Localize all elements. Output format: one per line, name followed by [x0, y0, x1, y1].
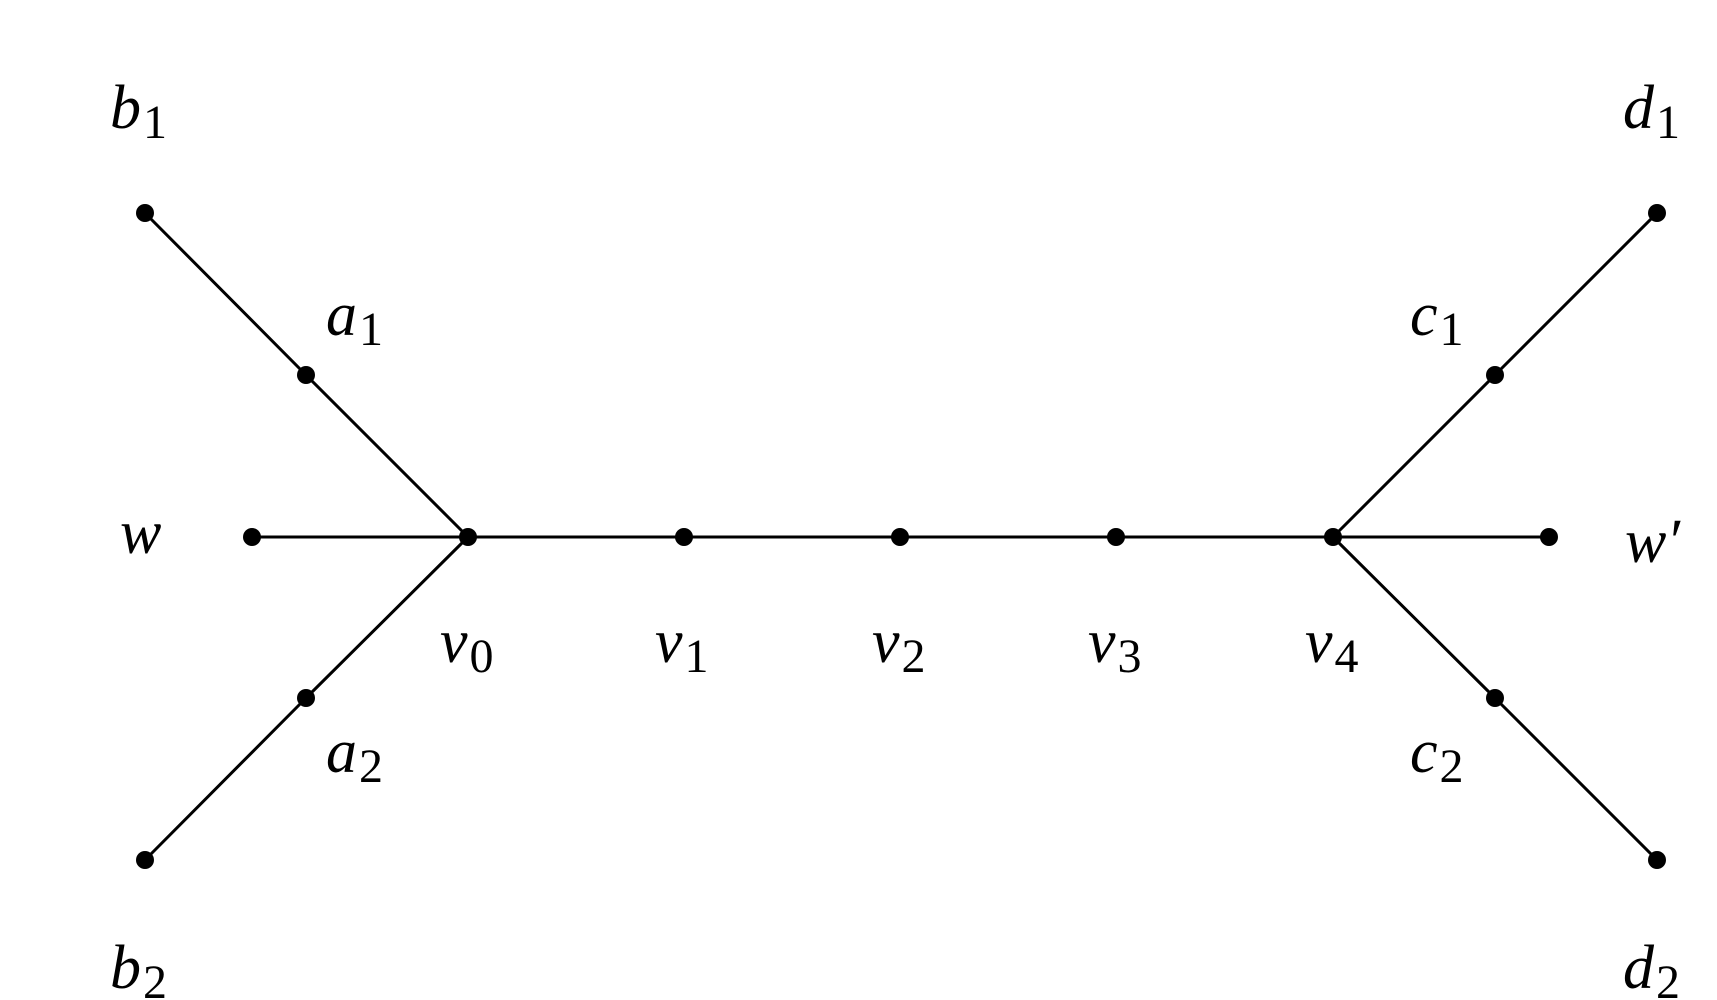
label-c1-subscript: 1 — [1440, 303, 1464, 356]
edge-a1-v0 — [304, 373, 470, 539]
edge-c1-d1 — [1493, 211, 1659, 377]
vertex-wp — [1540, 528, 1558, 546]
label-v1-subscript: 1 — [685, 630, 709, 683]
label-c2: c2 — [1410, 718, 1464, 793]
vertex-c1 — [1486, 366, 1504, 384]
vertex-c2 — [1486, 689, 1504, 707]
label-v1: v1 — [655, 608, 709, 683]
label-v0-name: v — [440, 608, 468, 676]
label-a2-name: a — [326, 718, 357, 786]
label-c1: c1 — [1410, 281, 1464, 356]
vertex-a1 — [297, 366, 315, 384]
vertex-b2 — [136, 851, 154, 869]
label-a1-name: a — [326, 281, 357, 349]
label-v4-subscript: 4 — [1335, 630, 1359, 683]
label-c1-name: c — [1410, 281, 1438, 349]
label-a1: a1 — [326, 281, 383, 356]
label-b2-name: b — [110, 934, 141, 1000]
graph-edges — [143, 211, 1659, 862]
label-v4: v4 — [1305, 608, 1359, 683]
label-a2-subscript: 2 — [359, 740, 383, 793]
label-d2-subscript: 2 — [1656, 956, 1680, 1000]
edge-c2-d2 — [1493, 696, 1659, 862]
label-wp-name: w′ — [1625, 508, 1681, 576]
label-v2-name: v — [872, 608, 900, 676]
label-w-name: w — [120, 499, 161, 567]
edge-v0-a2 — [304, 535, 470, 700]
edge-a2-b2 — [143, 696, 308, 862]
vertex-v3 — [1107, 528, 1125, 546]
label-v1-name: v — [655, 608, 683, 676]
label-d2: d2 — [1623, 934, 1680, 1000]
vertex-v1 — [675, 528, 693, 546]
label-v3-subscript: 3 — [1118, 630, 1142, 683]
vertex-d2 — [1648, 851, 1666, 869]
graph-vertices — [136, 204, 1666, 869]
vertex-v2 — [891, 528, 909, 546]
vertex-v0 — [459, 528, 477, 546]
label-b1-name: b — [110, 74, 141, 142]
label-v4-name: v — [1305, 608, 1333, 676]
label-v0: v0 — [440, 608, 494, 683]
vertex-d1 — [1648, 204, 1666, 222]
label-d2-name: d — [1623, 934, 1655, 1000]
label-b1: b1 — [110, 74, 167, 149]
edge-b1-a1 — [143, 211, 308, 377]
vertex-w — [243, 528, 261, 546]
label-v2-subscript: 2 — [902, 630, 926, 683]
label-a1-subscript: 1 — [359, 303, 383, 356]
vertex-v4 — [1324, 528, 1342, 546]
label-b2-subscript: 2 — [143, 956, 167, 1000]
vertex-a2 — [297, 689, 315, 707]
label-c2-name: c — [1410, 718, 1438, 786]
label-v2: v2 — [872, 608, 926, 683]
label-w: w — [120, 499, 161, 567]
label-b1-subscript: 1 — [143, 96, 167, 149]
label-wp: w′ — [1625, 508, 1681, 576]
label-b2: b2 — [110, 934, 167, 1000]
label-c2-subscript: 2 — [1440, 740, 1464, 793]
edge-v4-c2 — [1331, 535, 1497, 700]
label-d1-name: d — [1623, 74, 1655, 142]
edge-v4-c1 — [1331, 373, 1497, 539]
label-v3: v3 — [1088, 608, 1142, 683]
label-v0-subscript: 0 — [470, 630, 494, 683]
label-d1-subscript: 1 — [1656, 96, 1680, 149]
label-v3-name: v — [1088, 608, 1116, 676]
label-a2: a2 — [326, 718, 383, 793]
vertex-b1 — [136, 204, 154, 222]
label-d1: d1 — [1623, 74, 1680, 149]
